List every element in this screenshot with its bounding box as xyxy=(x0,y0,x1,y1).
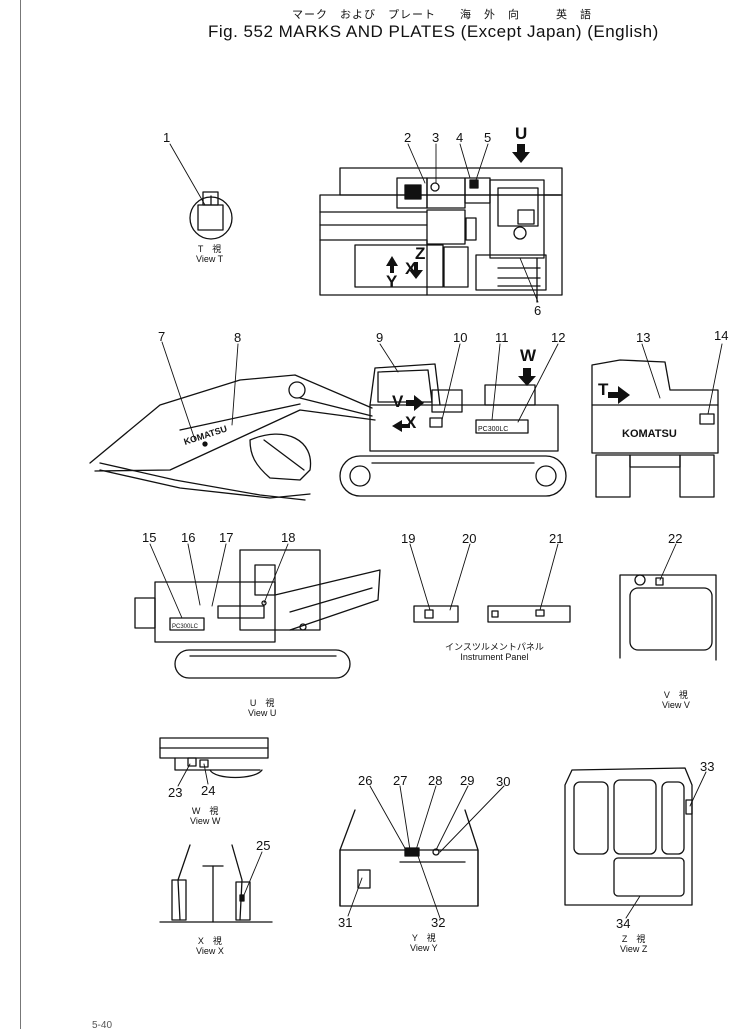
callout-27: 27 xyxy=(393,773,408,788)
arrow-v-icon xyxy=(406,395,424,411)
callout-23: 23 xyxy=(168,785,183,800)
callout-9: 9 xyxy=(376,330,384,345)
rear-brand-text: KOMATSU xyxy=(622,428,677,440)
binding-edge-line xyxy=(20,0,21,1029)
view-y-drawing xyxy=(339,809,479,907)
arrow-u-icon xyxy=(512,144,530,163)
callout-15: 15 xyxy=(142,530,157,545)
callout-14: 14 xyxy=(714,328,729,343)
instrument-panel-drawing xyxy=(413,605,571,623)
callout-20: 20 xyxy=(462,531,477,546)
callout-18: 18 xyxy=(281,530,296,545)
view-marker-v: V xyxy=(392,392,404,411)
callout-22: 22 xyxy=(668,531,683,546)
callout-6: 6 xyxy=(534,303,542,318)
callout-34: 34 xyxy=(616,916,631,931)
callout-17: 17 xyxy=(219,530,234,545)
svg-text:PC300LC: PC300LC xyxy=(172,624,199,630)
rear-view-drawing: KOMATSU xyxy=(591,359,719,498)
callout-4: 4 xyxy=(456,130,464,145)
callout-21: 21 xyxy=(549,531,564,546)
view-marker-z: Z xyxy=(415,244,426,263)
callout-7: 7 xyxy=(158,329,166,344)
view-arrows xyxy=(386,144,630,432)
view-t-drawing xyxy=(189,191,233,240)
view-marker-y-top: Y xyxy=(386,272,398,291)
arrow-x-icon xyxy=(409,262,423,279)
callout-13: 13 xyxy=(636,330,651,345)
callout-10: 10 xyxy=(453,330,468,345)
callout-16: 16 xyxy=(181,530,196,545)
view-z-drawing xyxy=(564,767,693,906)
callout-25: 25 xyxy=(256,838,271,853)
callout-3: 3 xyxy=(432,130,440,145)
callout-5: 5 xyxy=(484,130,492,145)
header-japanese: マーク および プレート 海 外 向 英 語 xyxy=(292,9,592,21)
callout-26: 26 xyxy=(358,773,373,788)
view-marker-x: X xyxy=(405,413,417,432)
callout-19: 19 xyxy=(401,531,416,546)
view-w-drawing xyxy=(159,737,269,779)
view-x-drawing xyxy=(159,844,273,923)
view-marker-w: W xyxy=(520,346,537,365)
page-number: 5-40 xyxy=(92,1020,113,1029)
figure-title: Fig. 552 MARKS AND PLATES (Except Japan)… xyxy=(208,22,659,41)
callout-31: 31 xyxy=(338,915,353,930)
callout-28: 28 xyxy=(428,773,443,788)
arrow-w-icon xyxy=(518,368,536,386)
callout-8: 8 xyxy=(234,330,242,345)
callout-32: 32 xyxy=(431,915,446,930)
callout-33: 33 xyxy=(700,759,715,774)
arrow-t-icon xyxy=(608,386,630,404)
leader-lines xyxy=(149,143,723,919)
callout-2: 2 xyxy=(404,130,412,145)
top-plan-drawing xyxy=(319,167,563,303)
callout-12: 12 xyxy=(551,330,566,345)
callout-24: 24 xyxy=(201,783,216,798)
arrow-z-icon xyxy=(386,256,398,273)
view-marker-x-top: X xyxy=(405,259,417,278)
callout-30: 30 xyxy=(496,774,511,789)
arrow-y-icon xyxy=(392,420,410,432)
side-model-plate-text: PC300LC xyxy=(478,426,508,433)
view-u-drawing: PC300LC xyxy=(134,549,381,679)
view-marker-u: U xyxy=(515,124,528,143)
main-side-view-drawing: PC300LC KOMATSU xyxy=(89,363,567,501)
view-marker-t: T xyxy=(598,380,609,399)
callout-1: 1 xyxy=(163,130,171,145)
view-v-drawing xyxy=(619,574,717,661)
callout-11: 11 xyxy=(495,330,509,345)
callout-29: 29 xyxy=(460,773,475,788)
